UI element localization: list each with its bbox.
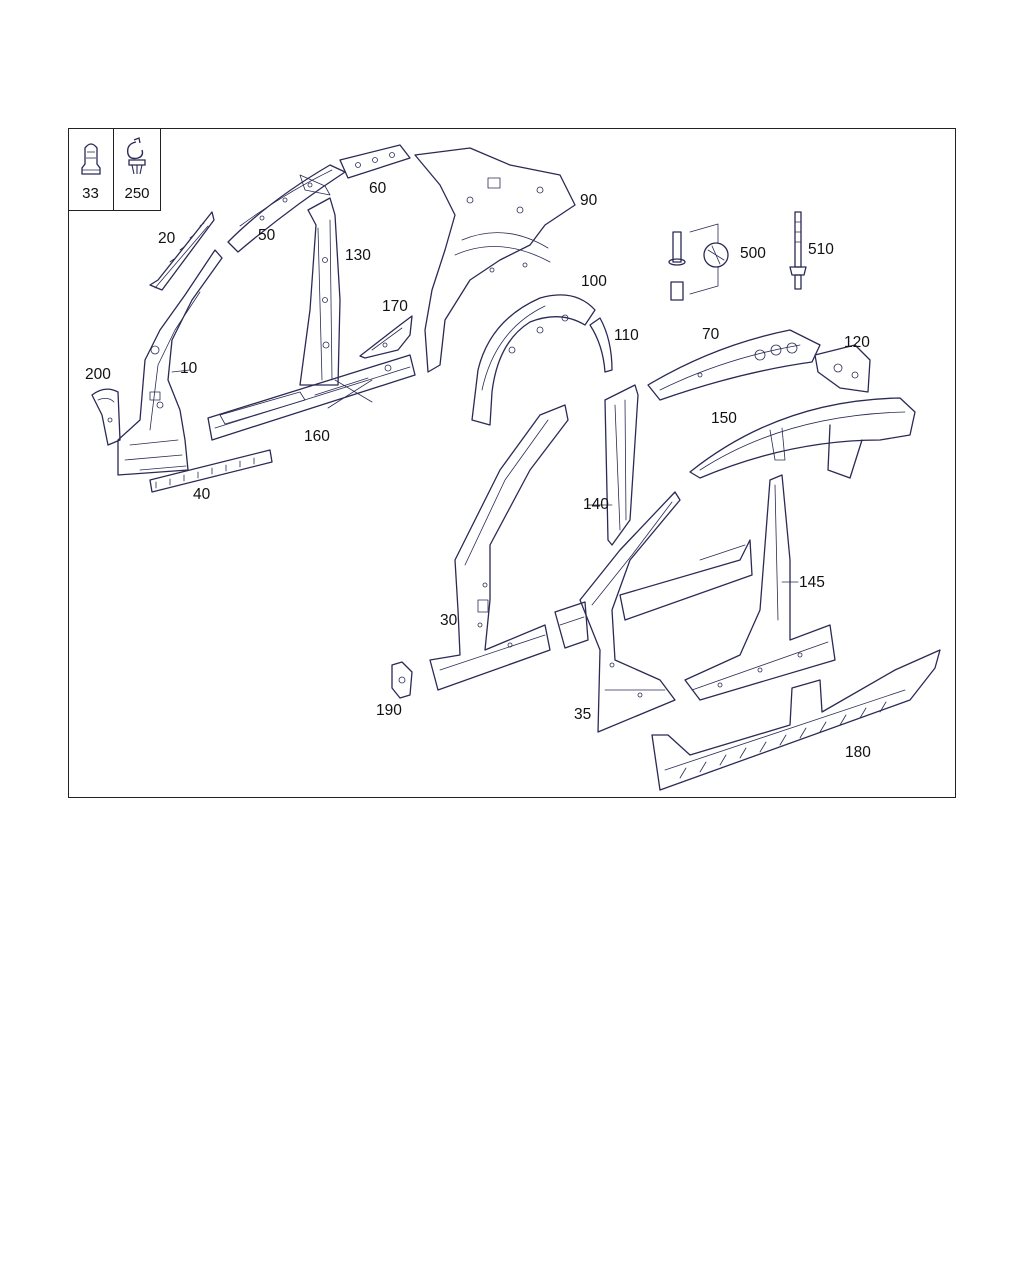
part-510-stud [789,211,807,290]
part-170-brace [359,315,413,359]
part-190-clip [391,661,413,699]
callout-100: 100 [581,273,607,290]
callout-90: 90 [580,192,598,209]
part-140-b-pillar-outer [604,384,639,546]
push-clip-icon [81,143,101,175]
legend-cell-250: 250 [114,128,161,211]
part-150-roof-outer [689,397,916,479]
callout-180: 180 [845,744,871,761]
leader-lines [171,369,799,583]
callout-60: 60 [369,180,387,197]
part-90-quarter-inner [414,147,576,373]
spring-clip-icon [126,137,146,175]
callout-20: 20 [158,230,176,247]
legend-label-250: 250 [124,185,150,202]
callout-110: 110 [614,327,639,344]
part-60-rail-bracket [339,144,411,179]
part-40-sill-strip [149,449,273,493]
callout-140: 140 [583,496,609,513]
part-160-sill-inner [207,354,416,441]
callout-190: 190 [376,702,402,719]
part-100-wheel-arch [471,294,596,426]
callout-50: 50 [258,227,276,244]
callout-200: 200 [85,366,111,383]
part-145-rear-pillar-lower [684,474,836,701]
part-10-a-pillar-inner [117,249,223,476]
part-50-roof-rail [227,164,346,253]
part-200-pillar-foot [91,388,121,446]
callout-160: 160 [304,428,330,445]
callout-10: 10 [180,360,198,377]
callout-40: 40 [193,486,211,503]
callout-70: 70 [702,326,720,343]
legend-cell-33: 33 [68,128,114,211]
callout-510: 510 [808,241,834,258]
callout-120: 120 [844,334,870,351]
part-70-roof-side [647,329,821,401]
part-120-c-pillar-piece [814,344,871,393]
diagram-frame [68,128,956,798]
part-180-outer-sill [651,649,941,791]
legend-label-33: 33 [82,185,99,202]
part-110-arch-trim [589,317,613,373]
part-20-pillar-strip [149,211,215,291]
callout-35: 35 [574,706,592,723]
callout-500: 500 [740,245,766,262]
callout-170: 170 [382,298,408,315]
part-35-outer-pillar-sill [579,491,753,733]
sill-connector [554,601,589,649]
part-130-b-pillar [299,197,341,386]
fastener-legend: 33 250 [68,128,161,211]
callout-130: 130 [345,247,371,264]
part-30-front-pillar-assy [429,404,569,691]
part-500-bolt-set [668,223,729,301]
callout-150: 150 [711,410,737,427]
callout-30: 30 [440,612,458,629]
callout-145: 145 [799,574,825,591]
